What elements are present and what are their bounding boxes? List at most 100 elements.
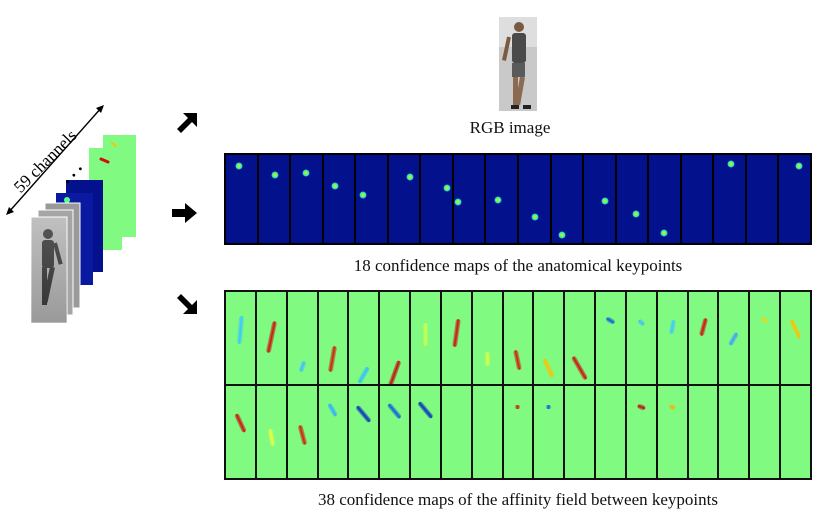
limb-field — [357, 366, 371, 384]
arrow-up-right-icon — [177, 113, 197, 133]
limb-field — [386, 402, 403, 420]
affinity-map — [657, 292, 687, 384]
affinity-map — [287, 292, 317, 384]
affinity-map — [750, 292, 780, 384]
confidence-map — [779, 155, 810, 243]
confidence-map — [388, 155, 420, 243]
affinity-map — [411, 386, 440, 478]
limb-field — [265, 320, 278, 354]
affinity-map — [781, 292, 810, 384]
confidence-map — [421, 155, 452, 243]
limb-field — [668, 319, 676, 335]
limb-field — [789, 319, 803, 340]
keypoint-blob — [531, 213, 539, 221]
limb-field — [571, 355, 589, 381]
affinity-map — [750, 386, 780, 478]
limb-field — [515, 404, 521, 410]
affinity-map — [226, 292, 255, 384]
affinity-map — [565, 292, 595, 384]
limb-field — [297, 360, 307, 373]
limb-field — [417, 400, 434, 420]
affinity-map — [441, 386, 471, 478]
confidence-map — [746, 155, 778, 243]
keypoint-blob — [331, 182, 339, 190]
confidence-map — [616, 155, 648, 243]
affinity-map — [318, 386, 348, 478]
limb-field — [451, 318, 461, 347]
keypoint-blob — [632, 210, 640, 218]
confidence-map — [453, 155, 485, 243]
limb-field — [546, 404, 552, 410]
keypoint-blob — [795, 162, 803, 170]
arrow-down-right-icon — [177, 294, 197, 314]
confidence-map — [226, 155, 257, 243]
keypoint-blob — [302, 169, 310, 177]
limb-field — [236, 315, 245, 344]
channel-stack: • • • — [6, 105, 136, 324]
limb-field — [297, 424, 308, 446]
affinity-map — [318, 292, 348, 384]
limb-field — [698, 317, 708, 337]
affinity-map — [626, 292, 656, 384]
keypoint-blob — [454, 198, 462, 206]
confidence-map — [519, 155, 550, 243]
keypoint-blob — [601, 197, 609, 205]
confidence-map — [323, 155, 355, 243]
limb-field — [760, 316, 769, 325]
affinity-map — [472, 292, 502, 384]
affinity-map — [256, 386, 286, 478]
affinity-map — [411, 292, 440, 384]
affinity-map — [226, 386, 255, 478]
keypoint-blob — [406, 173, 414, 181]
limb-field — [728, 331, 740, 347]
affinity-map — [626, 386, 656, 478]
double-arrow-icon — [6, 105, 104, 215]
affinity-map — [781, 386, 810, 478]
rgb-image-caption: RGB image — [469, 118, 551, 137]
affinity-map — [503, 386, 533, 478]
confidence-map — [551, 155, 583, 243]
keypoint-blob — [558, 231, 566, 239]
confidence-maps-strip — [224, 153, 812, 245]
affinity-map — [441, 292, 471, 384]
affinity-map — [657, 386, 687, 478]
affinity-map — [596, 292, 625, 384]
confidence-map — [584, 155, 615, 243]
limb-field — [542, 358, 556, 379]
affinity-map — [534, 386, 564, 478]
keypoint-blob — [359, 191, 367, 199]
limb-field — [605, 315, 616, 325]
affinity-map — [349, 386, 379, 478]
affinity-map — [380, 292, 410, 384]
affinity-map — [256, 292, 286, 384]
affinity-map — [596, 386, 625, 478]
affinity-map — [565, 386, 595, 478]
arrow-right-icon — [172, 203, 197, 223]
limb-field — [484, 352, 490, 366]
confidence-map — [356, 155, 387, 243]
affinity-map — [380, 386, 410, 478]
keypoint-blob — [660, 229, 668, 237]
affinity-map — [534, 292, 564, 384]
affinity-map — [503, 292, 533, 384]
limb-field — [636, 403, 647, 411]
limb-field — [328, 345, 338, 373]
limb-field — [387, 359, 402, 384]
limb-field — [668, 403, 677, 411]
limb-field — [636, 317, 646, 327]
confidence-map — [714, 155, 745, 243]
limb-field — [422, 322, 428, 346]
confidence-map — [681, 155, 713, 243]
confidence-map — [486, 155, 517, 243]
limb-field — [513, 349, 523, 371]
limb-field — [355, 405, 373, 424]
confidence-map — [258, 155, 290, 243]
keypoint-blob — [271, 171, 279, 179]
affinity-maps-grid — [224, 290, 812, 480]
confidence-map — [291, 155, 322, 243]
affinity-map — [719, 386, 749, 478]
limb-field — [327, 402, 339, 418]
rgb-image — [499, 17, 537, 111]
affinity-map — [472, 386, 502, 478]
affinity-map — [719, 292, 749, 384]
